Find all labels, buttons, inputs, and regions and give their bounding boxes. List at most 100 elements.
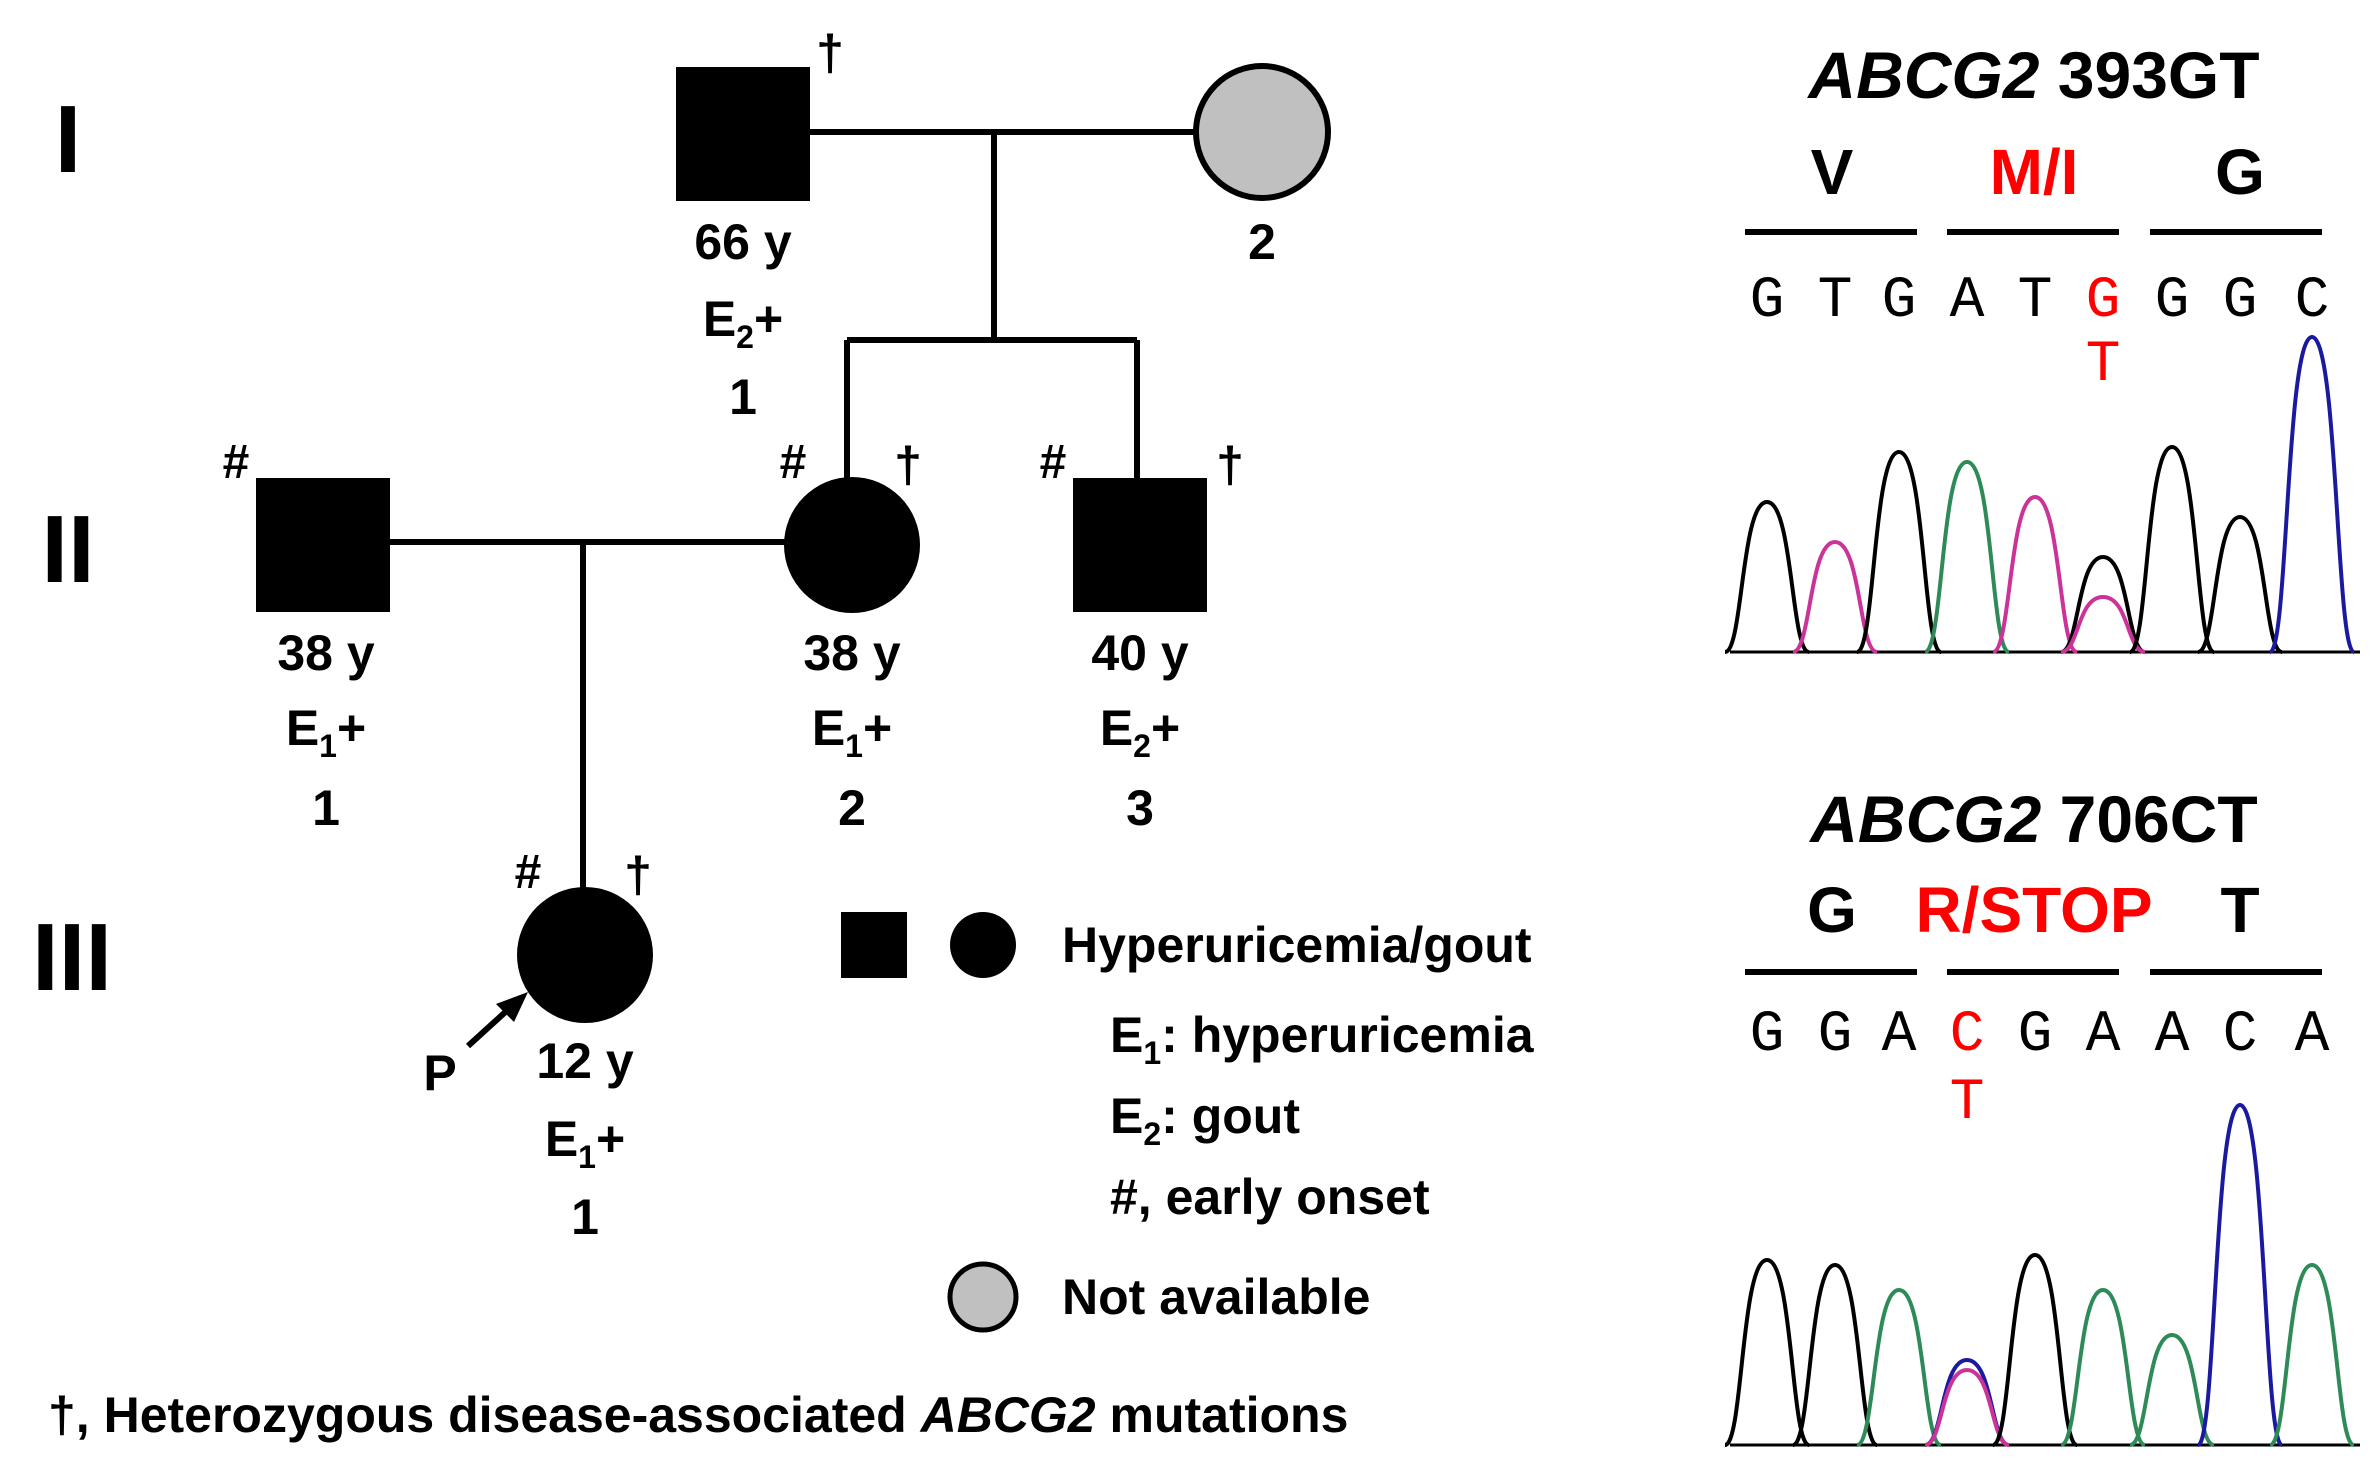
- individual-number: 2: [838, 780, 866, 836]
- sequence-base: A: [1882, 1003, 1917, 1068]
- sequence-base: A: [2295, 1003, 2330, 1068]
- proband-arrow: [465, 992, 528, 1049]
- individual-II2-female-affected: [784, 477, 920, 613]
- sequence-base-mutant: C: [1950, 1003, 1985, 1068]
- trace-peak: [2128, 444, 2216, 654]
- legend-unavailable-label: Not available: [1062, 1269, 1370, 1325]
- trace-peak: [2060, 554, 2146, 654]
- sequence-base: G: [2223, 269, 2258, 334]
- codon-label-highlight: R/STOP: [1915, 874, 2152, 946]
- age-label: 40 y: [1091, 625, 1189, 681]
- individual-I2-female-unavailable: [1193, 63, 1331, 201]
- trace-peak: [1723, 1257, 1811, 1447]
- trace-peak: [1923, 459, 2011, 654]
- age-label: 12 y: [536, 1033, 634, 1089]
- sequence-base: G: [2155, 269, 2190, 334]
- sequence-base: G: [1750, 269, 1785, 334]
- individual-II1-male-affected: [256, 478, 390, 612]
- codon-label: G: [2215, 136, 2265, 208]
- trace-peak: [2197, 514, 2283, 654]
- legend-affected-label: Hyperuricemia/gout: [1062, 917, 1532, 973]
- dagger-mark: †: [1216, 437, 1244, 493]
- trace-peak: [2060, 1287, 2146, 1447]
- individual-II3-male-affected: [1073, 478, 1207, 612]
- trace-peak: [1924, 1367, 2010, 1447]
- trace-peak: [1723, 499, 1811, 654]
- chromatogram-traces: [1723, 334, 2360, 654]
- early-onset-mark: #: [223, 436, 250, 489]
- status-label: E1+: [812, 700, 892, 764]
- chromatogram-title: ABCG2 706CT: [1808, 782, 2258, 856]
- generation-label-II: II: [41, 496, 94, 603]
- trace-peak: [2268, 1262, 2356, 1447]
- legend-e1-label: E1: hyperuricemia: [1110, 1007, 1535, 1071]
- sequence-base: C: [2223, 1003, 2258, 1068]
- codon-label: V: [1811, 136, 1854, 208]
- individual-III1-female-affected-proband: [517, 887, 653, 1023]
- chromatogram-traces: [1723, 1102, 2360, 1447]
- trace-peak: [1856, 1287, 1942, 1447]
- legend: Hyperuricemia/gout E1: hyperuricemia E2:…: [841, 912, 1535, 1333]
- status-label: E2+: [1100, 700, 1180, 764]
- early-onset-mark: #: [515, 846, 542, 899]
- chromatogram-title: ABCG2 393GT: [1806, 38, 2259, 112]
- trace-peak: [1855, 449, 1943, 654]
- status-label: E2+: [703, 291, 783, 355]
- individual-number: 1: [729, 369, 757, 425]
- sequence-base: C: [2295, 269, 2330, 334]
- early-onset-mark: #: [1040, 436, 1067, 489]
- individual-number: 1: [312, 780, 340, 836]
- trace-peak: [2060, 594, 2146, 654]
- dagger-mark: †: [624, 847, 652, 903]
- codon-label: G: [1807, 874, 1857, 946]
- legend-affected-square: [841, 912, 907, 978]
- individual-number: 3: [1126, 780, 1154, 836]
- sequence-base-mutant: G: [2086, 269, 2121, 334]
- status-label: E1+: [286, 700, 366, 764]
- age-label: 38 y: [277, 625, 375, 681]
- trace-peak: [2196, 1102, 2284, 1447]
- alt-base: T: [2086, 333, 2121, 398]
- trace-peak: [1791, 1262, 1879, 1447]
- sequence-base: T: [1818, 269, 1853, 334]
- generation-label-III: III: [32, 904, 112, 1011]
- sequence-base: A: [2155, 1003, 2190, 1068]
- sequence-base: G: [1750, 1003, 1785, 1068]
- early-onset-mark: #: [780, 436, 807, 489]
- individual-number: 1: [571, 1189, 599, 1245]
- proband-label: P: [423, 1045, 456, 1101]
- age-label: 38 y: [803, 625, 901, 681]
- sequence-base: G: [1818, 1003, 1853, 1068]
- trace-peak: [2129, 1332, 2215, 1447]
- dagger-mark: †: [894, 437, 922, 493]
- age-label: 66 y: [694, 214, 792, 270]
- alt-base: T: [1950, 1071, 1985, 1136]
- codon-label: T: [2220, 874, 2259, 946]
- footnote: †, Heterozygous disease-associated ABCG2…: [48, 1387, 1348, 1443]
- sequence-base: G: [1882, 269, 1917, 334]
- trace-peak: [2268, 334, 2356, 654]
- sequence-base: T: [2018, 269, 2053, 334]
- trace-peak: [1991, 1252, 2079, 1447]
- generation-label-I: I: [55, 86, 82, 193]
- sequence-base: A: [1950, 269, 1985, 334]
- individual-I1-male-affected: [676, 67, 810, 201]
- pedigree-lines: [390, 129, 1195, 888]
- dagger-mark: †: [816, 25, 844, 81]
- legend-e2-label: E2: gout: [1110, 1088, 1300, 1152]
- trace-peak: [1992, 494, 2078, 654]
- individual-number: 2: [1248, 214, 1276, 270]
- status-label: E1+: [545, 1111, 625, 1175]
- legend-affected-circle: [950, 912, 1016, 978]
- sequence-base: A: [2086, 1003, 2121, 1068]
- legend-early-onset-label: #, early onset: [1110, 1169, 1430, 1225]
- legend-unavailable-circle: [947, 1261, 1019, 1333]
- codon-label-highlight: M/I: [1990, 136, 2079, 208]
- sequence-base: G: [2018, 1003, 2053, 1068]
